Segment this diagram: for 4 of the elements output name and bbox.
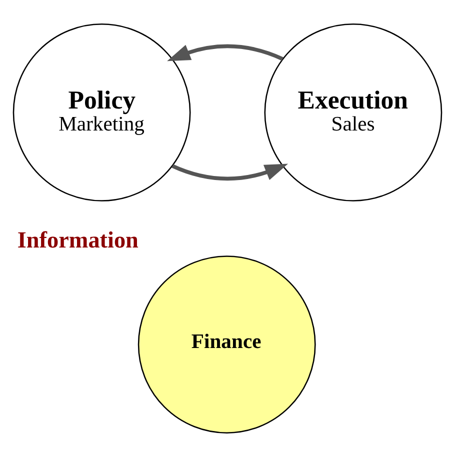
node-label: Information <box>17 227 138 254</box>
node-circle: Finance <box>138 255 316 433</box>
arrow <box>172 163 288 180</box>
arrow <box>167 44 284 61</box>
